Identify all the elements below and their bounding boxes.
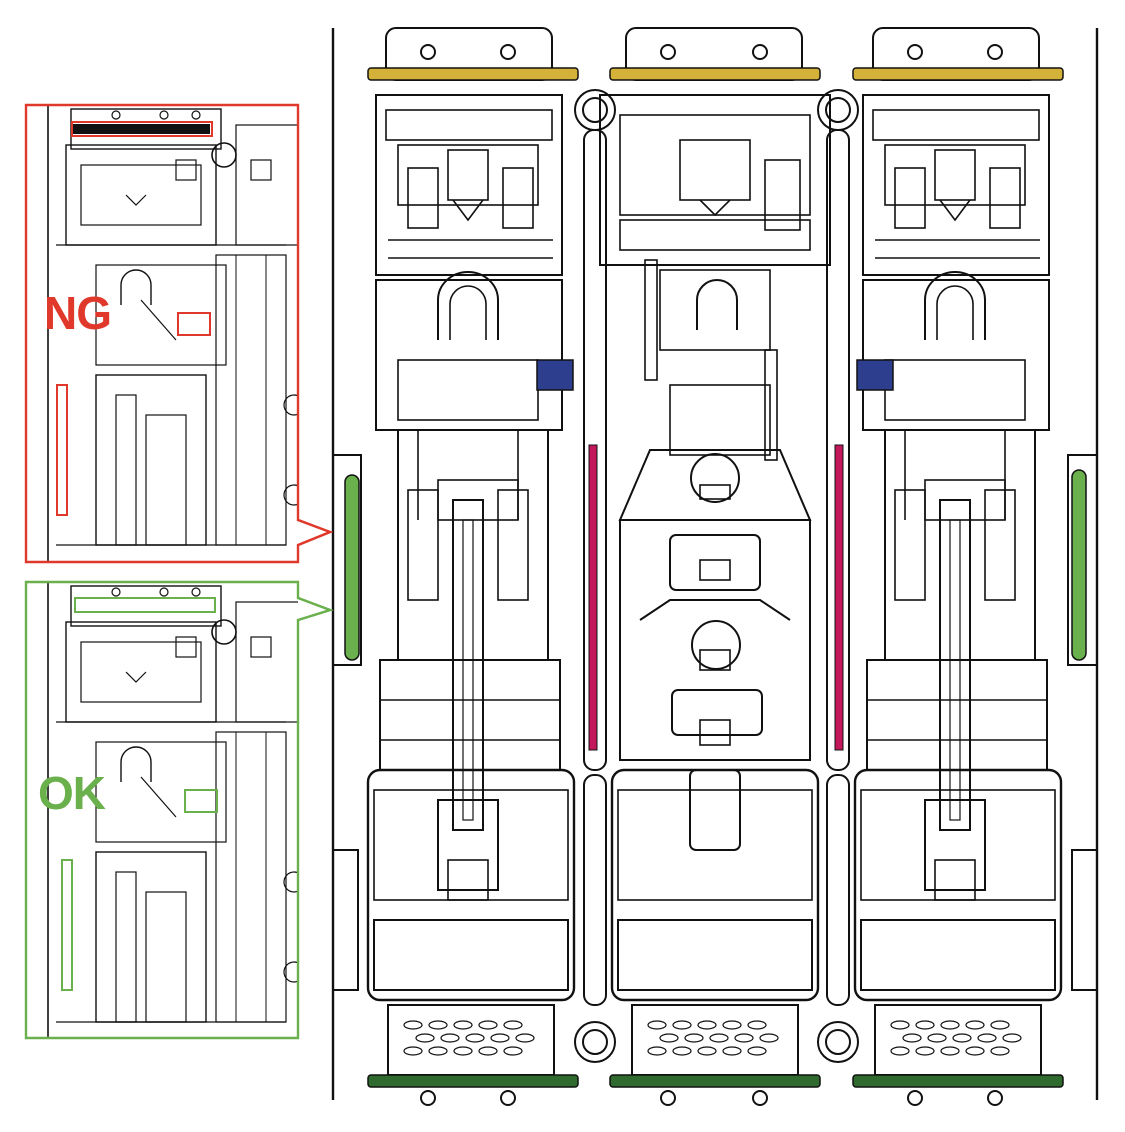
bottom-bar-right <box>852 1074 1064 1088</box>
zoom-pointer-icon <box>297 518 334 622</box>
top-bar-left <box>367 67 579 81</box>
center-pole <box>599 27 831 1106</box>
side-marker-right <box>1071 469 1087 661</box>
slot-right <box>834 444 844 751</box>
bottom-bar-center <box>609 1074 821 1088</box>
ok-label: OK <box>38 767 106 819</box>
top-bar-center <box>609 67 821 81</box>
bottom-bar-left <box>367 1074 579 1088</box>
ng-label: NG <box>44 287 112 339</box>
window-left <box>536 359 574 391</box>
breaker-main <box>331 26 1099 1107</box>
side-marker-left <box>344 474 360 661</box>
slot-left <box>588 444 598 751</box>
window-right <box>856 359 894 391</box>
top-bar-right <box>852 67 1064 81</box>
barrier-posts <box>574 89 859 1063</box>
ng-bar <box>72 124 210 134</box>
